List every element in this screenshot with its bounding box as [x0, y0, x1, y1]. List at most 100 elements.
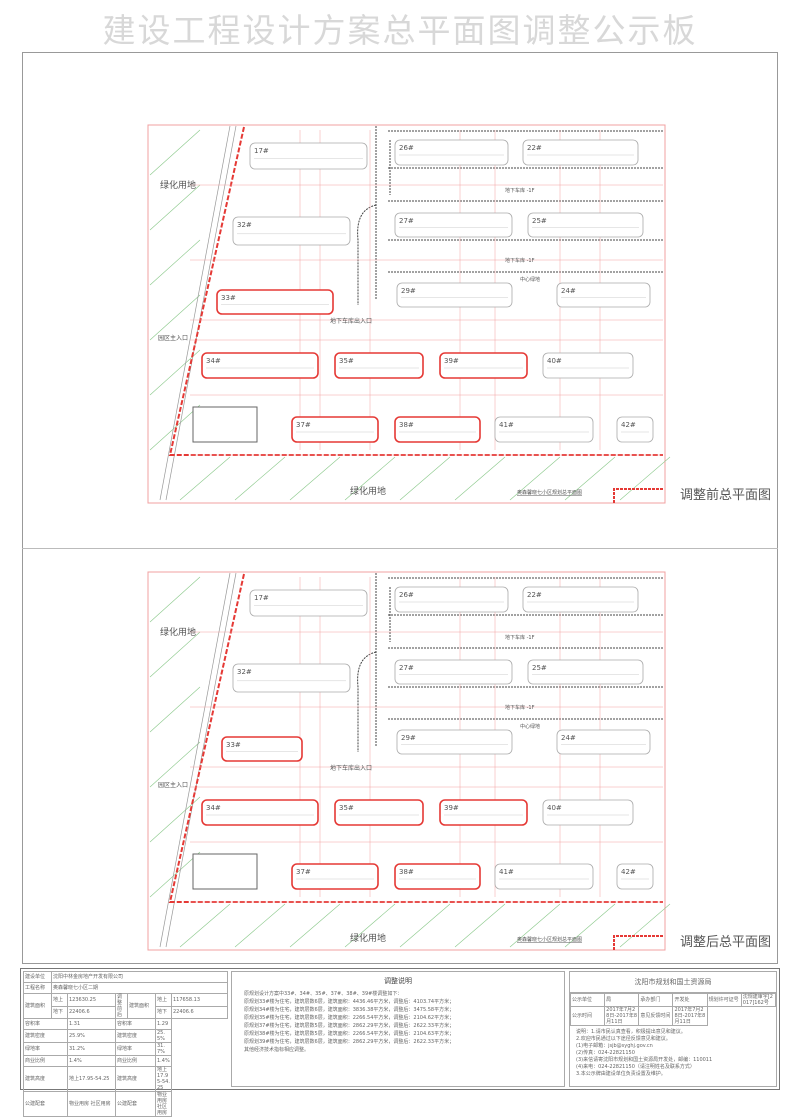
cell: 沈阳中林金房地产开发有限公司	[50, 971, 229, 983]
notice-cell: 沈规建审字[2017]162号	[740, 993, 777, 1007]
cell: 117658.13	[170, 993, 229, 1007]
building-34[interactable]: 34#	[201, 799, 319, 826]
building-37[interactable]: 37#	[291, 863, 379, 890]
building-25[interactable]: 25#	[527, 212, 644, 238]
notice-cell: 意见反馈时间	[638, 1006, 674, 1026]
cell: 建筑高度	[23, 1066, 68, 1092]
building-26[interactable]: 26#	[394, 586, 509, 613]
green-hatch	[289, 903, 341, 948]
building-outline	[394, 863, 481, 890]
building-outline	[527, 659, 644, 685]
building-27[interactable]: 27#	[394, 212, 513, 238]
notice-cell: 承办部门	[638, 993, 674, 1007]
cell: 1.31	[67, 1018, 116, 1030]
green-hatch	[149, 294, 201, 341]
explanation-line: 原规划33#楼为住宅，建筑层数6层，建筑面积：4436.46平方米，调整后：41…	[244, 999, 455, 1005]
building-outline	[249, 142, 368, 170]
building-35[interactable]: 35#	[334, 352, 424, 379]
building-outline	[221, 736, 303, 762]
building-40[interactable]: 40#	[542, 799, 634, 826]
building-35[interactable]: 35#	[334, 799, 424, 826]
cell: 31.2%	[67, 1042, 116, 1056]
building-outline	[394, 212, 513, 238]
notice-cell: 2017年7月28日-2017年8月11日	[604, 1006, 640, 1026]
green-hatch	[344, 903, 396, 948]
building-42[interactable]: 42#	[616, 863, 654, 890]
building-34[interactable]: 34#	[201, 352, 319, 379]
notice-title: 沈阳市规划和国土资源局	[570, 972, 776, 993]
building-29[interactable]: 29#	[396, 282, 513, 308]
notice-cell: 2017年7月28日-2017年8月11日	[672, 1006, 708, 1026]
building-29[interactable]: 29#	[396, 729, 513, 755]
building-number: 25#	[532, 217, 547, 225]
building-outline	[616, 863, 654, 890]
building-17[interactable]: 17#	[249, 142, 368, 170]
notice-line: (2)传真：024-22821150	[576, 1050, 635, 1056]
cell: 公建配套	[115, 1091, 156, 1117]
cell: 绿地率	[115, 1042, 156, 1056]
building-38[interactable]: 38#	[394, 416, 481, 443]
green-hatch	[619, 456, 671, 501]
cell: 建设单位	[23, 971, 52, 983]
green-hatch	[399, 456, 451, 501]
garage-ramp	[357, 126, 391, 305]
building-outline	[291, 863, 379, 890]
cell: 公建配套	[23, 1091, 68, 1117]
green-land-label: 绿化用地	[350, 485, 386, 497]
building-outline	[201, 352, 319, 379]
building-outline	[394, 139, 509, 166]
green-hatch	[149, 184, 201, 231]
building-outline	[396, 729, 513, 755]
building-number: 35#	[339, 357, 354, 365]
garage-label: 地下车库 -1F	[505, 187, 535, 194]
building-42[interactable]: 42#	[616, 416, 654, 443]
building-26[interactable]: 26#	[394, 139, 509, 166]
building-outline	[522, 139, 639, 166]
explanation-line: 其他经济技术指标相应调整。	[244, 1047, 310, 1053]
building-24[interactable]: 24#	[556, 729, 651, 755]
drawing-frame	[22, 52, 778, 964]
building-outline	[556, 729, 651, 755]
cell: 建筑面积	[23, 993, 52, 1019]
cell: 物业用房 社区用房	[155, 1091, 172, 1117]
building-22[interactable]: 22#	[522, 139, 639, 166]
building-37[interactable]: 37#	[291, 416, 379, 443]
explanation-title: 调整说明	[384, 977, 412, 985]
building-38[interactable]: 38#	[394, 863, 481, 890]
building-39[interactable]: 39#	[439, 799, 528, 826]
building-39[interactable]: 39#	[439, 352, 528, 379]
building-41[interactable]: 41#	[494, 416, 594, 443]
building-41[interactable]: 41#	[494, 863, 594, 890]
building-33[interactable]: 33#	[216, 289, 334, 315]
green-hatch	[399, 903, 451, 948]
building-17[interactable]: 17#	[249, 589, 368, 617]
cell: 容积率	[115, 1018, 156, 1030]
building-number: 32#	[237, 221, 252, 229]
notice-line: (1)电子邮箱：jsjb@syghj.gov.cn	[576, 1043, 653, 1049]
building-outline	[216, 289, 334, 315]
building-number: 38#	[399, 868, 414, 876]
building-25[interactable]: 25#	[527, 659, 644, 685]
building-40[interactable]: 40#	[542, 352, 634, 379]
building-33[interactable]: 33#	[221, 736, 303, 762]
building-32[interactable]: 32#	[232, 663, 351, 693]
explanation-line: 原规划37#楼为住宅，建筑层数5层，建筑面积：2862.29平方米，调整后：26…	[244, 1023, 455, 1029]
building-number: 41#	[499, 868, 514, 876]
cell: 地上	[51, 993, 68, 1007]
green-hatch	[234, 456, 286, 501]
cell: 1.4%	[155, 1055, 172, 1067]
building-27[interactable]: 27#	[394, 659, 513, 685]
notice-line: (4)来电：024-22821150（请注明姓名及联系方式）	[576, 1064, 695, 1070]
building-number: 29#	[401, 734, 416, 742]
garage-entry-label: 地下车库出入口	[330, 764, 372, 772]
substation-building	[192, 406, 258, 443]
building-24[interactable]: 24#	[556, 282, 651, 308]
building-number: 26#	[399, 591, 414, 599]
building-32[interactable]: 32#	[232, 216, 351, 246]
green-hatch	[179, 456, 231, 501]
building-outline	[527, 212, 644, 238]
building-number: 17#	[254, 147, 269, 155]
notice-line: 2.欢迎市民通过以下途径反馈意见和建议。	[576, 1036, 671, 1042]
cell: 地下	[51, 1005, 68, 1019]
building-22[interactable]: 22#	[522, 586, 639, 613]
